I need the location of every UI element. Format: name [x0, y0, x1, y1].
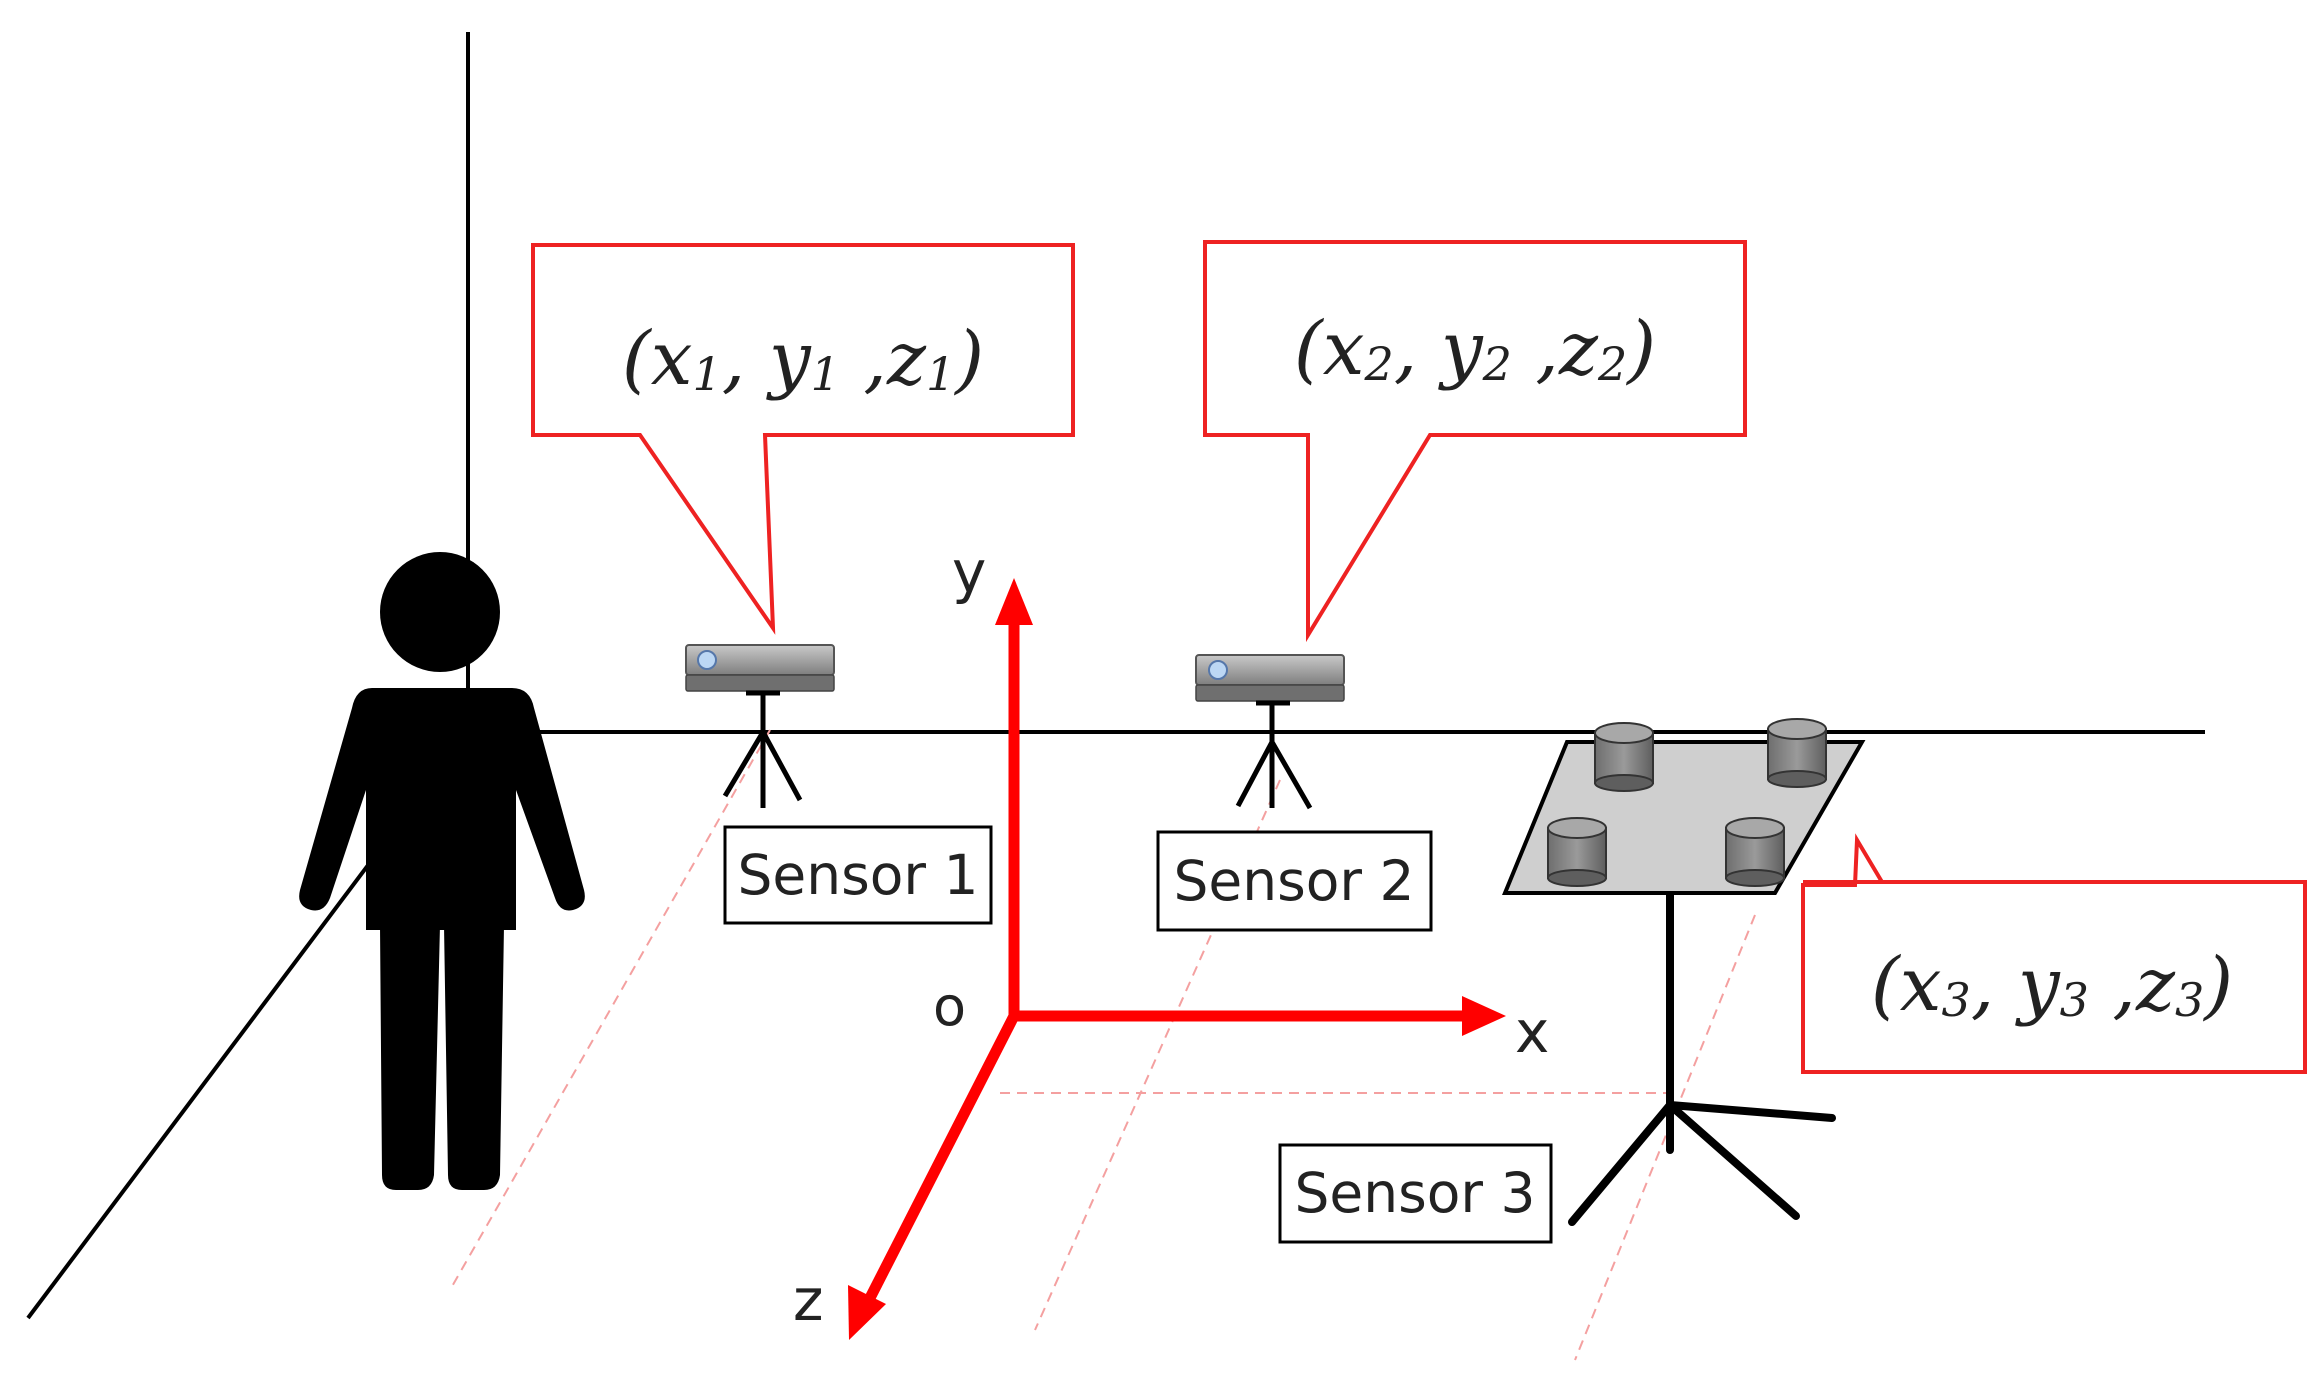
cylinder-icon	[1594, 722, 1654, 792]
sensor-3-cylinder-icons	[1547, 718, 1827, 887]
sensor-1-coordinates: (x1, y1 ,z1)	[622, 316, 984, 402]
person-silhouette	[299, 552, 585, 1190]
sensor-3-label-box: Sensor 3	[1278, 1143, 1553, 1244]
z-axis-arrowhead	[848, 1285, 886, 1340]
sensor-1-label-box: Sensor 1	[723, 825, 993, 925]
sensor-2-base	[1195, 684, 1345, 702]
sensor-1-base	[685, 674, 835, 692]
cylinder-icon	[1767, 718, 1827, 788]
guide-line	[449, 729, 771, 1291]
sensor-1-callout-bubble	[531, 243, 1075, 635]
sensor-1-callout: (x1, y1 ,z1)	[531, 243, 1075, 635]
person-torso	[299, 688, 585, 930]
sensor-2-tripod-icon	[1235, 700, 1313, 810]
sensor-1-device	[685, 644, 835, 808]
x-axis-arrowhead	[1462, 996, 1506, 1036]
cylinder-icon	[1725, 817, 1785, 887]
sensor-2-callout-bubble	[1203, 240, 1747, 643]
sensor-2-lens-icon	[1208, 660, 1228, 680]
sensor-2-label: Sensor 2	[1173, 849, 1414, 913]
sensor-3-callout-bubble	[1801, 833, 2307, 1074]
person-left-leg	[380, 925, 440, 1190]
sensor-3-callout: (x3, y3 ,z3)	[1801, 833, 2307, 1074]
sensor-2-label-box: Sensor 2	[1156, 830, 1433, 932]
sensor-1-label: Sensor 1	[737, 843, 978, 907]
sensor-2-callout: (x2, y2 ,z2)	[1203, 240, 1747, 643]
sensor-3-stand-icon	[1568, 889, 1836, 1226]
sensor-3-coordinates: (x3, y3 ,z3)	[1871, 942, 2233, 1028]
y-axis-label: y	[952, 538, 986, 606]
projection-guides	[449, 729, 1756, 1361]
guide-line	[1034, 779, 1281, 1331]
sensor-1-tripod-icon	[722, 690, 803, 808]
sensor-3-device	[1502, 718, 1866, 1226]
coordinate-axes	[848, 578, 1506, 1340]
room-lines	[26, 32, 2205, 1320]
guide-line	[1574, 914, 1756, 1361]
z-axis-label: z	[793, 1266, 823, 1334]
sensor-1-lens-icon	[697, 650, 717, 670]
sensor-3-label: Sensor 3	[1294, 1161, 1535, 1225]
z-axis-line	[865, 1013, 1019, 1301]
y-axis-arrowhead	[995, 578, 1033, 625]
sensor-2-device	[1195, 654, 1345, 810]
sensor-2-coordinates: (x2, y2 ,z2)	[1294, 306, 1656, 392]
person-head	[380, 552, 500, 672]
origin-label: o	[933, 975, 966, 1038]
person-right-leg	[444, 925, 504, 1190]
x-axis-label: x	[1515, 998, 1549, 1066]
cylinder-icon	[1547, 817, 1607, 887]
